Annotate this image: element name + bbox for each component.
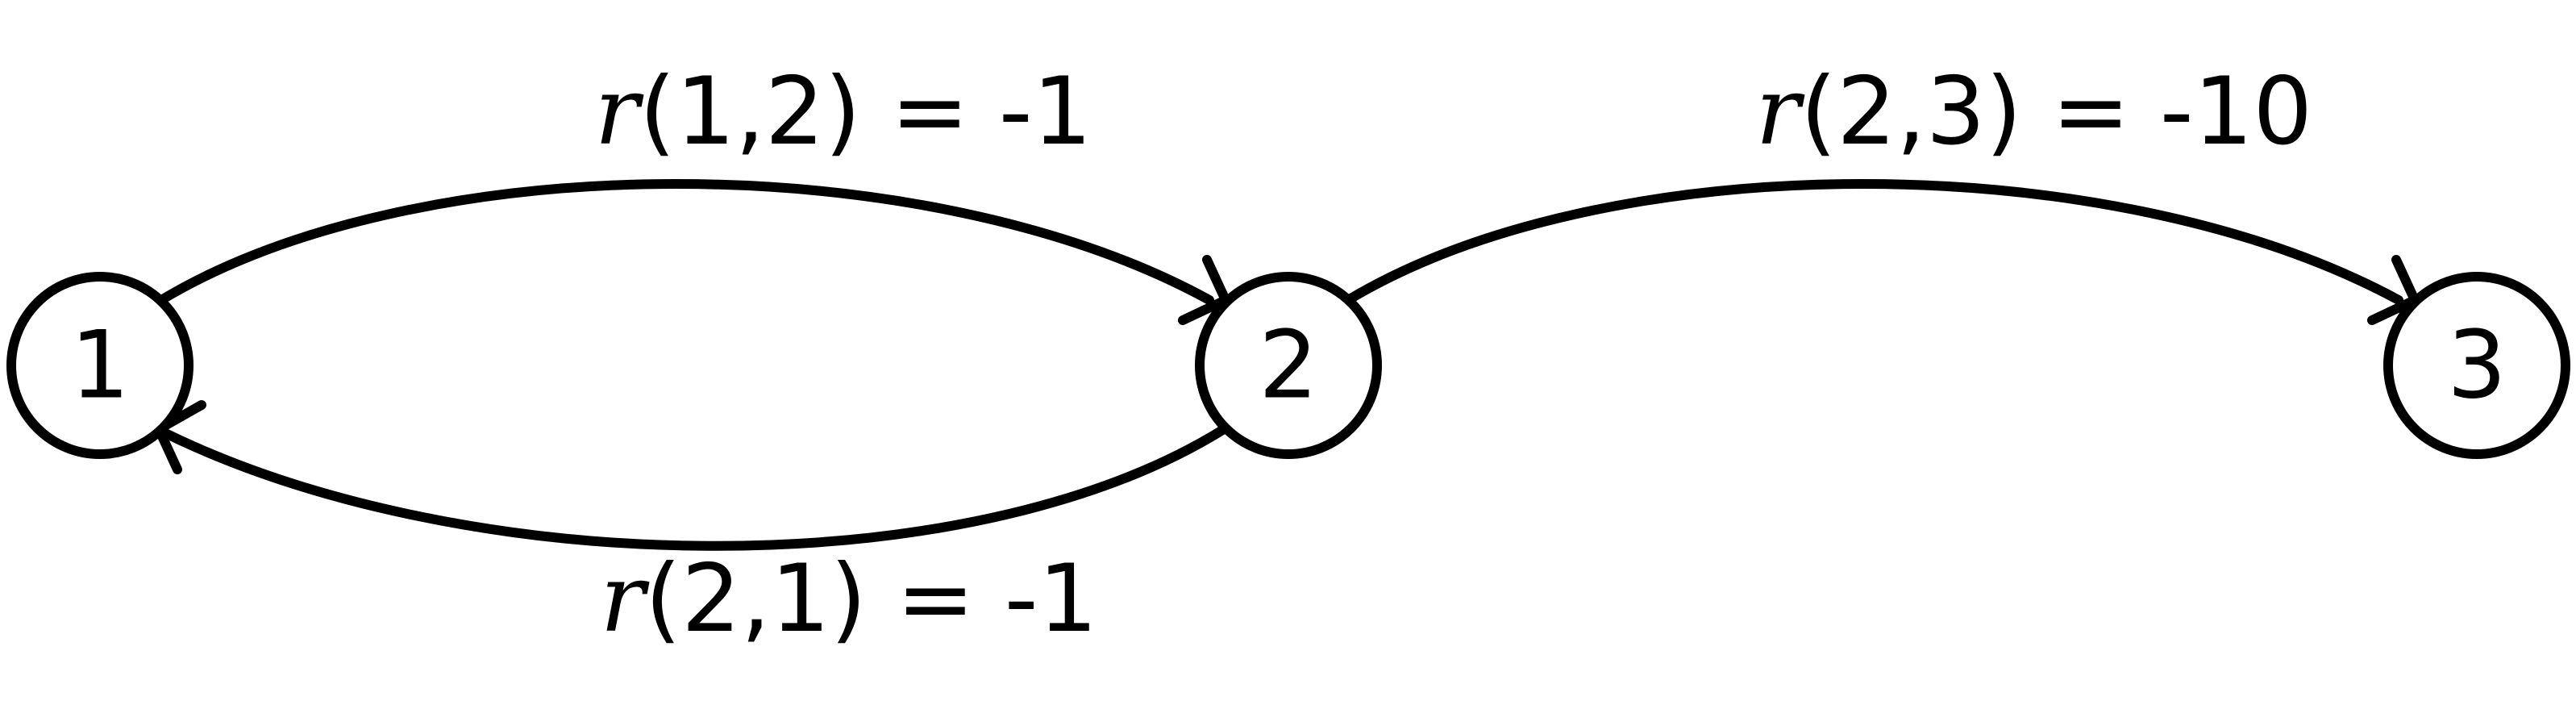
edge-1-to-2-label-fn: r (594, 57, 644, 166)
edge-1-to-2-label-args: (1,2) (639, 57, 861, 166)
edge-2-to-1 (152, 400, 1229, 551)
edge-2-to-3-line (1343, 179, 2403, 305)
edge-2-to-3-label-value: = -10 (2022, 57, 2312, 166)
edge-2-to-1-label-args: (2,1) (645, 544, 867, 653)
node-2-circle (1195, 272, 1382, 459)
edge-1-to-2 (156, 179, 1230, 325)
node-2-label: 2 (1259, 311, 1318, 420)
edge-1-to-2-label-value: = -1 (861, 57, 1092, 166)
node-1-circle (6, 272, 194, 459)
node-1: 1 (6, 272, 194, 459)
edge-2-to-1-label: r(2,1) = -1 (452, 544, 1187, 653)
edge-2-to-3-label-args: (2,3) (1800, 57, 2022, 166)
node-1-label: 1 (70, 311, 130, 420)
edge-1-to-2-label: r(1,2) = -1 (446, 57, 1181, 166)
edge-2-to-3-label: r(2,3) = -10 (1607, 57, 2402, 166)
edge-1-to-2-line (156, 179, 1214, 305)
node-2: 2 (1195, 272, 1382, 459)
node-3-label: 3 (2447, 311, 2507, 420)
node-3: 3 (2383, 272, 2570, 459)
edge-2-to-1-line (152, 424, 1229, 551)
edge-2-to-3-label-fn: r (1755, 57, 1805, 166)
edge-2-to-1-label-fn: r (600, 544, 650, 653)
edge-2-to-1-label-value: = -1 (867, 544, 1098, 653)
edge-2-to-3 (1343, 179, 2420, 325)
node-3-circle (2383, 272, 2570, 459)
